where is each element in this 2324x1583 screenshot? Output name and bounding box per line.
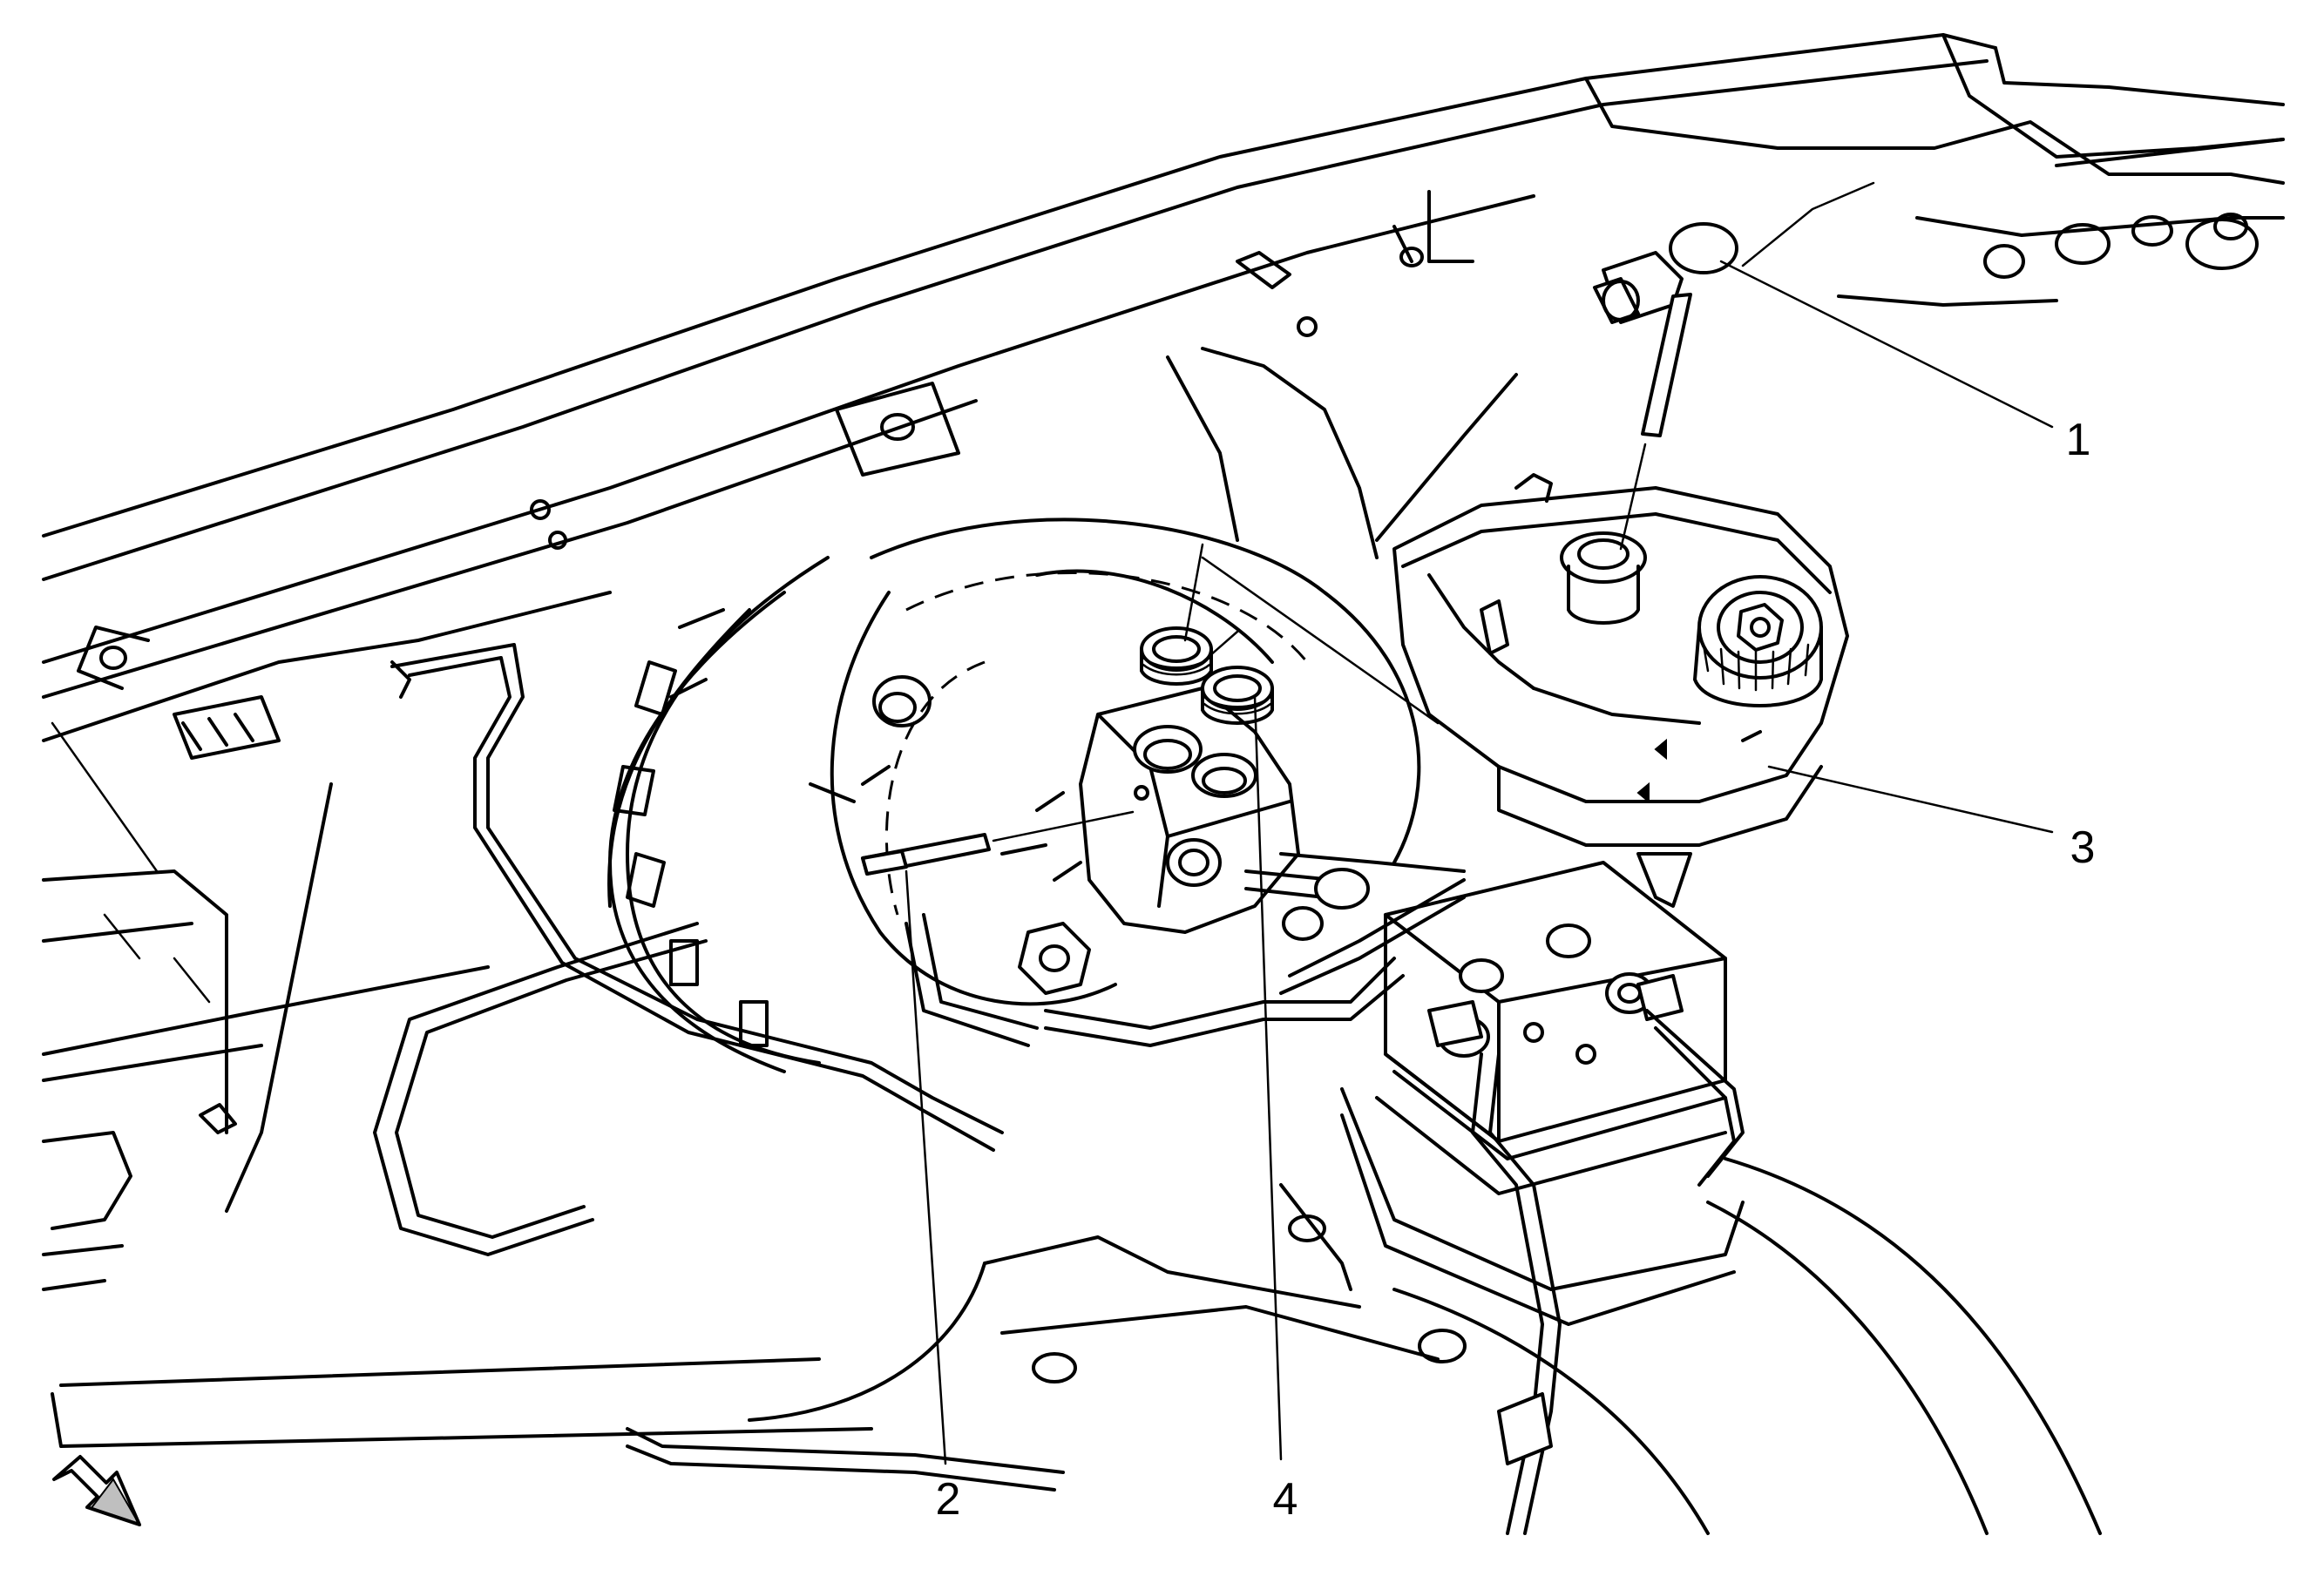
brake-booster bbox=[607, 347, 1518, 1073]
right-wheel-arch bbox=[748, 1157, 2102, 1535]
callout-2-label: 2 bbox=[936, 1474, 961, 1525]
reservoir-seal-front bbox=[1140, 626, 1213, 686]
reservoir-retaining-pin bbox=[861, 810, 1135, 876]
callout-4-label: 4 bbox=[1273, 1474, 1298, 1525]
left-firewall-panel bbox=[42, 591, 873, 1448]
callout-leaders bbox=[905, 260, 2054, 1465]
direction-arrow-icon bbox=[52, 1455, 142, 1526]
callout-1-label: 1 bbox=[2066, 415, 2091, 465]
upper-frame-rail bbox=[42, 33, 2285, 803]
brake-lines-right bbox=[905, 852, 1745, 1535]
fluid-level-sensor bbox=[1593, 222, 1738, 551]
brake-fluid-reservoir bbox=[1201, 473, 1849, 908]
brake-lines-left bbox=[373, 643, 1065, 1492]
master-cylinder-body bbox=[1000, 687, 1370, 995]
abs-modulator bbox=[1279, 861, 1745, 1326]
callout-3-label: 3 bbox=[2070, 822, 2096, 873]
